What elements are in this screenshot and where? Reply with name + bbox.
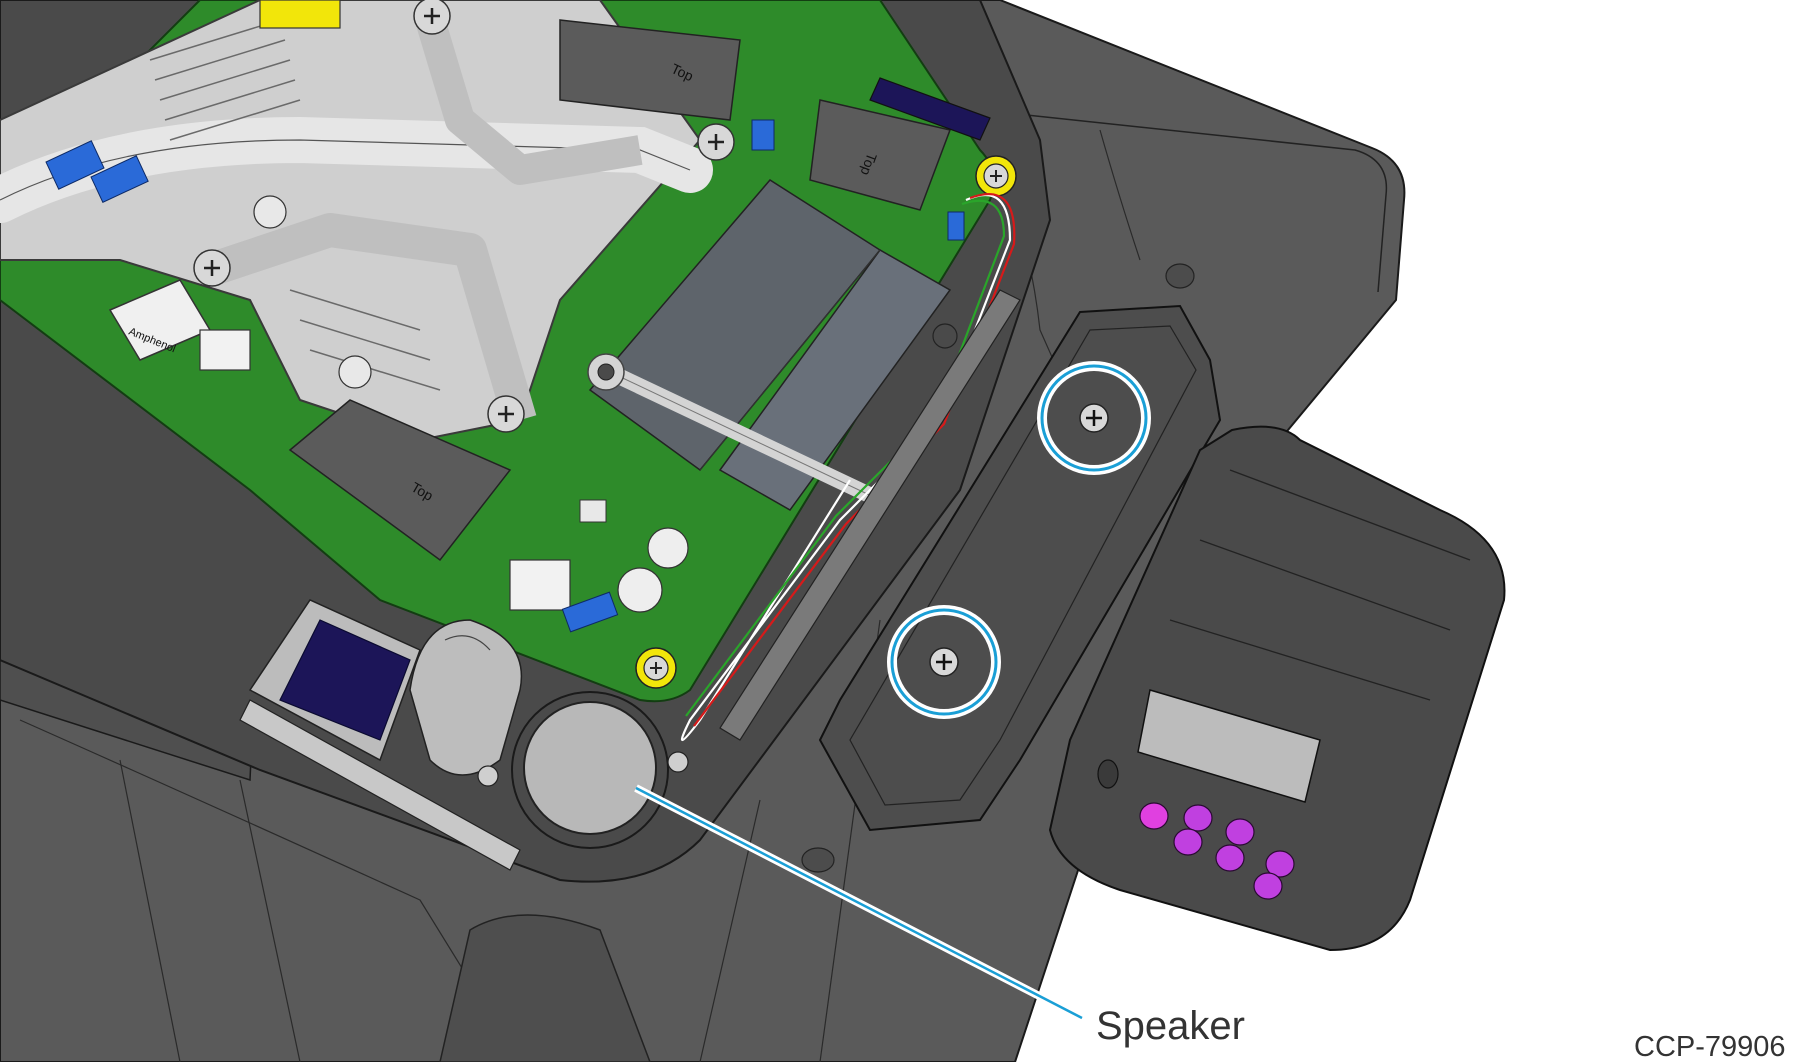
flash-module-lower: Top (288, 399, 512, 562)
housing-contour-2 (1099, 129, 1141, 261)
ground-screw-upper (975, 155, 1017, 197)
speaker-callout-label: Speaker (1096, 1004, 1245, 1048)
yellow-connector (259, 0, 341, 29)
housing-rim (979, 109, 1388, 293)
housing-contour-5 (239, 779, 301, 1062)
peripheral-display-window (1137, 689, 1321, 803)
housing-boss-1 (1165, 263, 1195, 289)
amphenol-connector: Amphenol (108, 279, 212, 361)
module-cover-inner (849, 325, 1197, 806)
ground-strap (587, 353, 888, 508)
peripheral-ridge-1 (1229, 469, 1471, 561)
board-components (199, 195, 958, 613)
heatsink-screw-1 (413, 0, 451, 35)
heat-pipe-outline (0, 139, 691, 201)
cable-channel (719, 289, 1021, 741)
heatsink-arm-2 (415, 15, 643, 185)
module-top-label-2: Top (857, 151, 880, 178)
housing-contour-4 (119, 759, 181, 1062)
speaker-callout-line (634, 784, 1084, 1022)
heatsink-fins (149, 19, 441, 391)
flash-module-upper-left: Top (559, 19, 741, 121)
screw-lower (887, 605, 1001, 719)
heatsink-screw-2 (697, 123, 735, 161)
battery-holder (409, 619, 523, 776)
heatsink-arm-1 (204, 213, 537, 425)
housing-contour-3 (19, 719, 521, 1062)
housing-boss-2 (801, 847, 835, 873)
heatsink-screw-4 (487, 395, 525, 433)
module-cover-plate (818, 304, 1222, 832)
peripheral-side-port (1097, 759, 1119, 789)
lower-bay (248, 599, 421, 762)
blue-connectors (45, 119, 965, 633)
ground-screw-lower (635, 647, 677, 689)
screw-upper (1037, 361, 1151, 475)
speaker (477, 691, 689, 849)
flex-ribbon-top (869, 77, 991, 141)
housing-lower-bump (439, 914, 651, 1062)
flash-module-upper-right: Top (809, 99, 952, 211)
keypad-buttons (1139, 802, 1295, 900)
heatsink-screw-3 (193, 249, 231, 287)
figure-id-label: CCP-79906 (1634, 1031, 1786, 1063)
peripheral-ridge-3 (1169, 619, 1431, 701)
heatsink-screws (193, 0, 735, 433)
speaker-rail (239, 699, 521, 871)
peripheral-ridge-2 (1199, 539, 1451, 631)
